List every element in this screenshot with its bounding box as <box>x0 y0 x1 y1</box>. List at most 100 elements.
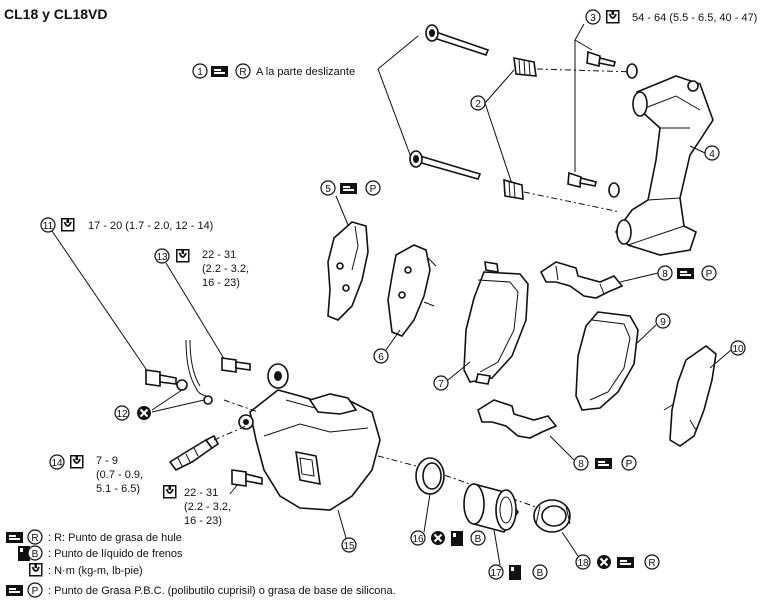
pbc-p-badge <box>701 265 717 281</box>
guide-pin-lower <box>409 150 482 180</box>
callout-3-text: 54 - 64 (5.5 - 6.5, 40 - 47) <box>632 12 757 24</box>
callout-2: 2 <box>470 69 515 185</box>
svg-text:15: 15 <box>343 541 355 552</box>
guide-pin-upper <box>425 24 490 56</box>
legend-item-brake-fluid: B : Punto de líquido de frenos <box>18 545 183 561</box>
svg-text:R: R <box>31 533 38 544</box>
svg-text:10: 10 <box>732 344 744 355</box>
svg-text:22 - 31: 22 - 31 <box>184 487 218 499</box>
torque-wrench-icon <box>162 484 177 499</box>
svg-text:5.1 - 6.5): 5.1 - 6.5) <box>96 483 140 495</box>
grease-icon <box>677 268 694 279</box>
torque-member-bolt-lower <box>567 171 620 198</box>
pbc-p-badge <box>621 455 637 471</box>
fluid-b-badge <box>470 530 486 546</box>
svg-text:5: 5 <box>325 184 331 195</box>
svg-text:9: 9 <box>660 317 666 328</box>
callout-3: 3 54 - 64 (5.5 - 6.5, 40 - 47) <box>574 9 757 172</box>
grease-r-badge <box>235 63 251 79</box>
torque-wrench-icon <box>60 217 75 232</box>
svg-text:22 - 31: 22 - 31 <box>202 249 236 261</box>
pad-retainer-upper <box>539 261 624 299</box>
svg-text:: Punto de Grasa P.B.C. (polib: : Punto de Grasa P.B.C. (polibutilo cupr… <box>48 585 396 597</box>
svg-text:8: 8 <box>578 459 584 470</box>
svg-text:(2.2 - 3.2,: (2.2 - 3.2, <box>184 501 231 513</box>
piston <box>463 482 519 533</box>
torque-member <box>614 75 714 256</box>
callout-1-text: A la parte deslizante <box>256 66 355 78</box>
svg-text:8: 8 <box>662 269 668 280</box>
bleeder-screw <box>168 434 220 472</box>
callout-6: 6 <box>373 329 401 364</box>
svg-text:12: 12 <box>116 409 128 420</box>
grease-icon <box>211 66 228 77</box>
svg-text:: R: Punto de grasa de hule: : R: Punto de grasa de hule <box>48 532 182 544</box>
svg-text:(2.2 - 3.2,: (2.2 - 3.2, <box>202 263 249 275</box>
callout-bolt-torque: 22 - 31 (2.2 - 3.2, 16 - 23) <box>162 483 239 527</box>
outer-shim-5 <box>327 221 369 321</box>
pin-boot-lower <box>503 178 621 213</box>
discard-icon <box>596 554 612 570</box>
grease-icon <box>595 458 612 469</box>
torque-wrench-icon <box>69 454 84 469</box>
rubber-grease-icon <box>6 532 23 543</box>
inner-shim-6 <box>387 244 437 337</box>
discard-icon <box>430 530 446 546</box>
torque-wrench-icon <box>175 248 190 263</box>
torque-wrench-icon <box>605 9 620 24</box>
svg-text:4: 4 <box>709 149 715 160</box>
legend-item-grease: R : R: Punto de grasa de hule <box>6 529 182 545</box>
callout-13: 13 22 - 31 (2.2 - 3.2, 16 - 23) <box>154 248 249 363</box>
svg-text:16 - 23): 16 - 23) <box>184 515 222 527</box>
callout-10: 10 <box>709 340 746 369</box>
svg-text:17: 17 <box>490 568 502 579</box>
svg-text:B: B <box>32 549 39 560</box>
svg-text:B: B <box>537 568 544 579</box>
svg-text:16: 16 <box>412 534 424 545</box>
callout-16: 16 B <box>410 493 486 546</box>
svg-text:P: P <box>32 586 39 597</box>
callout-9: 9 <box>635 313 671 345</box>
pad-shim-10 <box>663 345 717 447</box>
legend-item-pbc-grease: P : Punto de Grasa P.B.C. (polibutilo cu… <box>6 582 396 598</box>
pad-retainer-lower <box>477 399 558 439</box>
pin-boot-upper <box>513 56 637 77</box>
piston-boot <box>533 499 571 533</box>
svg-text:B: B <box>475 534 482 545</box>
callout-17: 17 B <box>488 529 548 580</box>
svg-text:R: R <box>239 67 246 78</box>
svg-text:: Punto de líquido de frenos: : Punto de líquido de frenos <box>48 548 183 560</box>
pbc-p-badge <box>365 180 381 196</box>
callout-4: 4 <box>689 145 720 161</box>
caliper-body <box>213 363 557 515</box>
bleeder-bolt-upper <box>221 357 251 373</box>
svg-text:3: 3 <box>590 13 596 24</box>
svg-text:16 - 23): 16 - 23) <box>202 277 240 289</box>
svg-text:11: 11 <box>43 221 54 232</box>
discard-icon <box>136 405 152 421</box>
brake-fluid-icon <box>509 565 521 580</box>
torque-wrench-icon <box>28 562 43 577</box>
svg-text:: N·m (kg-m, lb-pie): : N·m (kg-m, lb-pie) <box>48 565 143 577</box>
grease-icon <box>617 557 634 568</box>
svg-text:R: R <box>648 558 655 569</box>
union-bolt <box>145 339 213 405</box>
callout-11: 11 17 - 20 (1.7 - 2.0, 12 - 14) <box>40 217 213 373</box>
callout-18: 18 R <box>561 531 660 570</box>
diagram-title: CL18 y CL18VD <box>4 6 107 22</box>
callout-12: 12 <box>114 389 205 421</box>
brake-pad-7 <box>463 261 529 385</box>
svg-text:P: P <box>706 269 713 280</box>
svg-text:(0.7 - 0.9,: (0.7 - 0.9, <box>96 469 143 481</box>
svg-text:1: 1 <box>197 67 203 78</box>
bleeder-bolt-lower <box>231 469 263 487</box>
svg-text:2: 2 <box>475 99 481 110</box>
legend: R : R: Punto de grasa de hule B : Punto … <box>6 529 396 598</box>
svg-text:14: 14 <box>51 458 63 469</box>
callout-8-upper: 8 P <box>619 265 717 283</box>
callout-7: 7 <box>433 361 471 391</box>
svg-text:7 - 9: 7 - 9 <box>96 455 118 467</box>
grease-r-badge <box>644 554 660 570</box>
fluid-b-badge <box>532 564 548 580</box>
